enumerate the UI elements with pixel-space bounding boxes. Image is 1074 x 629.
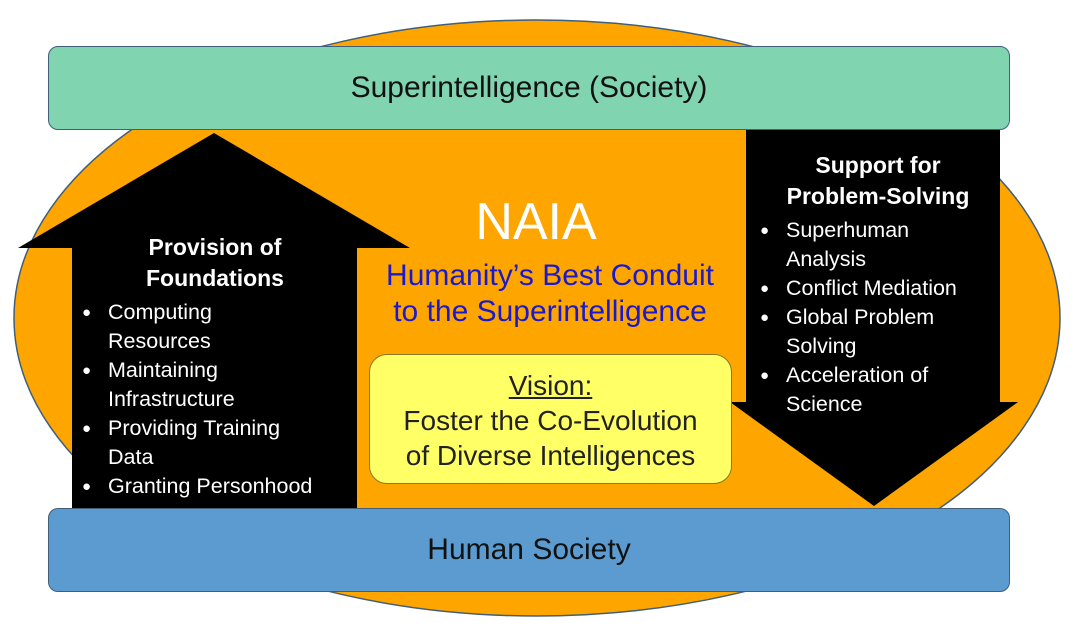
- provision-item-text: Computing: [108, 300, 212, 324]
- naia-subtitle: Humanity’s Best Conduit to the Superinte…: [355, 258, 745, 330]
- provision-item-computing-resources: Computing Resources: [80, 298, 350, 356]
- human-society-bar: Human Society: [48, 508, 1010, 592]
- support-item-text: Analysis: [786, 247, 867, 271]
- support-title-line-2: Problem-Solving: [786, 183, 970, 209]
- provision-item-text: Maintaining: [108, 358, 218, 382]
- provision-title: Provision of Foundations: [80, 232, 350, 294]
- vision-heading: Vision:: [508, 370, 593, 401]
- provision-item-providing-training-data: Providing Training Data: [80, 414, 350, 472]
- support-item-acceleration-of-science: Acceleration of Science: [758, 361, 998, 419]
- support-item-superhuman-analysis: Superhuman Analysis: [758, 216, 998, 274]
- provision-item-text: Infrastructure: [108, 387, 235, 411]
- superintelligence-society-label: Superintelligence (Society): [350, 71, 708, 104]
- provision-title-line-2: Foundations: [146, 265, 284, 291]
- provision-of-foundations-panel: Provision of Foundations Computing Resou…: [80, 232, 350, 501]
- provision-item-granting-personhood: Granting Personhood: [80, 472, 350, 501]
- naia-title: NAIA: [475, 193, 597, 251]
- provision-item-text: Granting Personhood: [108, 474, 313, 498]
- support-item-text: Conflict Mediation: [786, 276, 957, 300]
- support-item-text: Superhuman: [786, 218, 910, 242]
- provision-list: Computing Resources Maintaining Infrastr…: [80, 298, 350, 501]
- vision-box: Vision: Foster the Co-Evolution of Diver…: [369, 354, 732, 484]
- support-list: Superhuman Analysis Conflict Mediation G…: [758, 216, 998, 419]
- support-item-global-problem-solving: Global Problem Solving: [758, 303, 998, 361]
- provision-item-text: Data: [108, 445, 154, 469]
- support-title: Support for Problem-Solving: [758, 150, 998, 212]
- support-item-text: Solving: [786, 334, 857, 358]
- vision-line-2: of Diverse Intelligences: [405, 440, 696, 471]
- provision-title-line-1: Provision of: [148, 234, 282, 260]
- human-society-label: Human Society: [427, 533, 631, 566]
- support-for-problem-solving-panel: Support for Problem-Solving Superhuman A…: [758, 150, 998, 419]
- support-item-text: Global Problem: [786, 305, 935, 329]
- naia-subtitle-line-2: to the Superintelligence: [393, 295, 707, 328]
- support-item-text: Acceleration of: [786, 363, 929, 387]
- provision-item-maintaining-infrastructure: Maintaining Infrastructure: [80, 356, 350, 414]
- superintelligence-society-bar: Superintelligence (Society): [48, 46, 1010, 130]
- support-item-text: Science: [786, 392, 863, 416]
- provision-item-text: Resources: [108, 329, 211, 353]
- provision-item-text: Providing Training: [108, 416, 281, 440]
- support-item-conflict-mediation: Conflict Mediation: [758, 274, 998, 303]
- support-title-line-1: Support for: [815, 152, 941, 178]
- naia-subtitle-line-1: Humanity’s Best Conduit: [386, 259, 714, 292]
- vision-line-1: Foster the Co-Evolution: [403, 405, 698, 436]
